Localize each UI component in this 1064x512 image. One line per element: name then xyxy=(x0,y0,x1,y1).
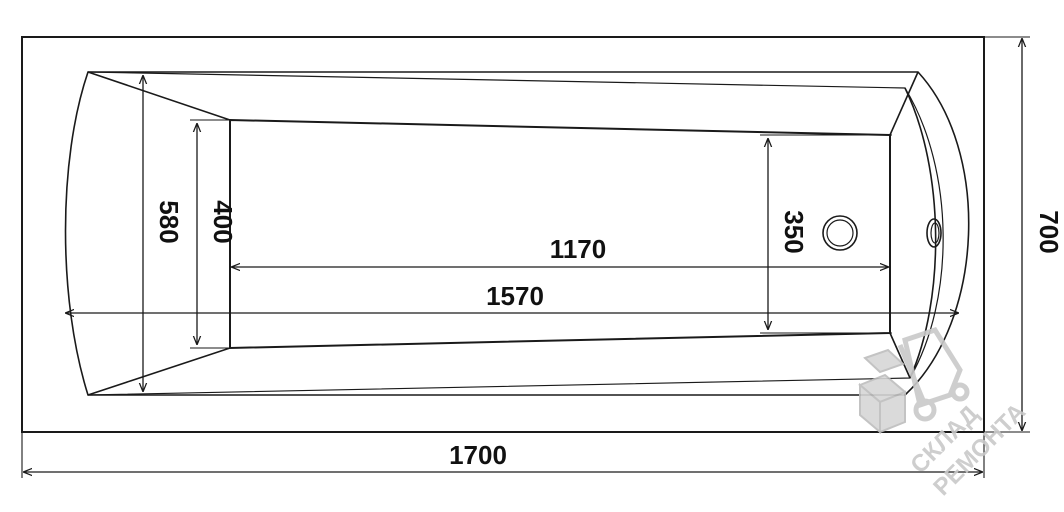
tub-inner-lip xyxy=(87,71,944,396)
head-slope-bottom xyxy=(87,347,231,396)
dim-label-350: 350 xyxy=(779,210,809,253)
foot-slope-bottom xyxy=(889,332,911,379)
foot-wall-curve xyxy=(904,87,937,379)
forklift-icon xyxy=(897,327,970,422)
watermark-logo: СКЛАД РЕМОНТА xyxy=(858,327,1031,501)
dim-label-1570: 1570 xyxy=(486,281,544,311)
head-slope-top xyxy=(87,71,231,121)
dim-label-1170: 1170 xyxy=(550,234,606,264)
dim-label-700: 700 xyxy=(1034,210,1064,253)
drain-icon xyxy=(822,215,858,251)
overflow-icon xyxy=(926,218,942,248)
dim-label-400: 400 xyxy=(208,200,238,243)
foot-slope-top xyxy=(889,71,919,136)
outer-rim xyxy=(21,36,985,433)
boxes-icon xyxy=(858,348,907,435)
dim-label-580: 580 xyxy=(154,200,184,243)
dim-label-1700: 1700 xyxy=(449,440,507,470)
